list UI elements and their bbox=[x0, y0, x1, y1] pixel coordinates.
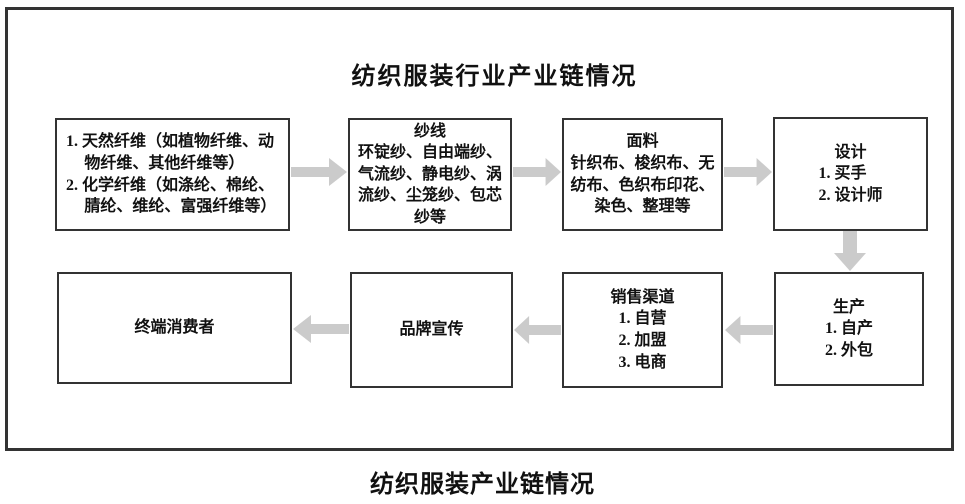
sales-item-ecommerce: 3. 电商 bbox=[618, 353, 667, 371]
fabric-title: 面料 bbox=[626, 133, 659, 151]
design-title: 设计 bbox=[834, 143, 867, 161]
production-item-outsource: 2. 外包 bbox=[824, 341, 873, 359]
sales-item-direct: 1. 自营 bbox=[618, 310, 667, 328]
arrow-production-to-sales-icon bbox=[725, 316, 773, 344]
box-brand: 品牌宣传 bbox=[350, 272, 513, 388]
fiber-item-chemical: 2. 化学纤维（如涤纶、棉纶、腈纶、维纶、富强纤维等） bbox=[66, 176, 277, 216]
box-yarn: 纱线 环锭纱、自由端纱、气流纱、静电纱、涡流纱、尘笼纱、包芯纱等 bbox=[348, 118, 512, 231]
arrow-fiber-to-yarn-icon bbox=[291, 158, 347, 186]
fabric-body: 针织布、梭织布、无纺布、色织布印花、染色、整理等 bbox=[570, 154, 715, 216]
diagram-title: 纺织服装行业产业链情况 bbox=[351, 64, 638, 90]
design-item-designer: 2. 设计师 bbox=[818, 186, 883, 204]
fiber-item-natural: 1. 天然纤维（如植物纤维、动物纤维、其他纤维等） bbox=[66, 133, 275, 172]
brand-title: 品牌宣传 bbox=[399, 321, 464, 339]
design-item-buyer: 1. 买手 bbox=[818, 165, 867, 183]
arrow-fabric-to-design-icon bbox=[724, 158, 772, 186]
sales-title: 销售渠道 bbox=[610, 288, 675, 306]
arrow-brand-to-consumer-icon bbox=[293, 315, 349, 343]
arrow-yarn-to-fabric-icon bbox=[513, 158, 561, 186]
box-fabric: 面料 针织布、梭织布、无纺布、色织布印花、染色、整理等 bbox=[562, 118, 723, 231]
box-consumer: 终端消费者 bbox=[57, 272, 292, 384]
box-production: 生产 1. 自产 2. 外包 bbox=[774, 272, 924, 386]
diagram-caption: 纺织服装产业链情况 bbox=[370, 472, 595, 498]
yarn-body: 环锭纱、自由端纱、气流纱、静电纱、涡流纱、尘笼纱、包芯纱等 bbox=[357, 144, 502, 226]
production-list: 1. 自产 2. 外包 bbox=[825, 318, 873, 361]
consumer-title: 终端消费者 bbox=[134, 319, 215, 337]
arrow-sales-to-brand-icon bbox=[514, 316, 561, 344]
design-list: 1. 买手 2. 设计师 bbox=[818, 163, 882, 206]
yarn-title: 纱线 bbox=[413, 122, 446, 140]
box-design: 设计 1. 买手 2. 设计师 bbox=[773, 117, 928, 231]
arrow-design-to-production-icon bbox=[834, 231, 866, 271]
production-item-self: 1. 自产 bbox=[824, 320, 873, 338]
production-title: 生产 bbox=[832, 298, 865, 316]
box-fiber: 1. 天然纤维（如植物纤维、动物纤维、其他纤维等） 2. 化学纤维（如涤纶、棉纶… bbox=[55, 118, 290, 231]
sales-item-franchise: 2. 加盟 bbox=[618, 332, 667, 349]
box-sales: 销售渠道 1. 自营 2. 加盟 3. 电商 bbox=[562, 272, 723, 388]
sales-list: 1. 自营 2. 加盟 3. 电商 bbox=[618, 308, 666, 373]
